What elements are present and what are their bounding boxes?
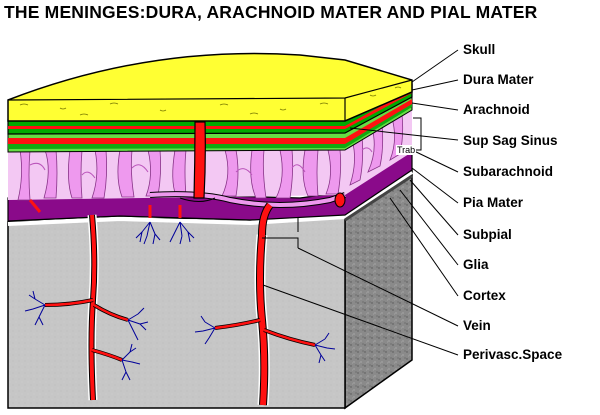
glial-dendrites [24, 221, 336, 381]
label-perivasc-space: Perivasc.Space [463, 347, 563, 362]
label-pia-mater: Pia Mater [463, 195, 524, 210]
cortex-front-face [7, 214, 346, 409]
label-cortex: Cortex [463, 288, 506, 303]
label-sup-sag-sinus: Sup Sag Sinus [463, 133, 558, 148]
trabecula-label: Trab [396, 145, 417, 155]
label-dura-mater: Dura Mater [463, 72, 534, 87]
label-arachnoid: Arachnoid [463, 102, 530, 117]
label-glia: Glia [463, 257, 489, 272]
bridging-vein [179, 121, 216, 202]
diagram-title: THE MENINGES:DURA, ARACHNOID MATER AND P… [4, 2, 538, 22]
pial-vessel [149, 191, 346, 208]
label-vein: Vein [463, 318, 491, 333]
cortical-veins [28, 199, 316, 406]
label-subpial: Subpial [463, 227, 512, 242]
label-subarachnoid: Subarachnoid [463, 164, 554, 179]
label-skull: Skull [463, 42, 496, 57]
skull-layer [7, 52, 413, 122]
leader-lines [262, 49, 459, 356]
